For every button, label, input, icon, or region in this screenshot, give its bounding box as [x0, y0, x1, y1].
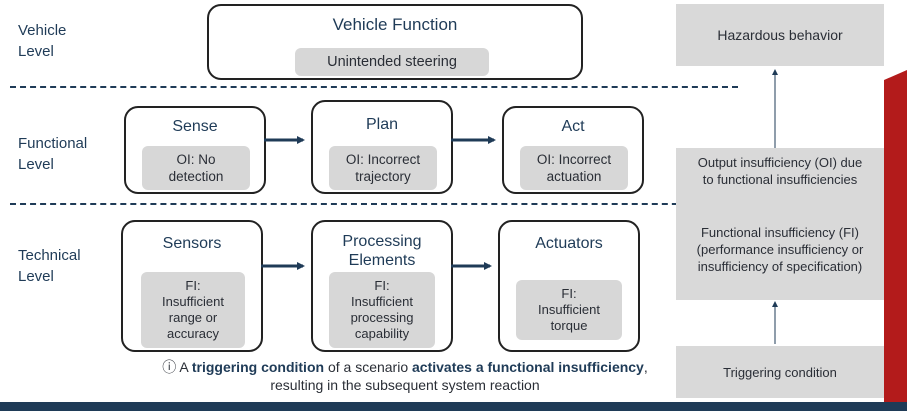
sensors-fi-line4: accuracy — [166, 326, 220, 341]
sensors-fi-line3: range or — [168, 310, 218, 325]
functional-level-label: Functional Level — [18, 133, 87, 175]
insufficiency-box: Output insufficiency (OI) due to functio… — [676, 148, 884, 300]
act-title: Act — [561, 118, 585, 135]
sensors-box: Sensors FI: Insufficient range or accura… — [121, 220, 263, 352]
note-bold-triggering: triggering condition — [191, 359, 325, 375]
hazardous-behavior-box: Hazardous behavior — [676, 4, 884, 66]
actuators-fi: FI: Insufficient torque — [516, 280, 622, 340]
vehicle-function-item: Unintended steering — [295, 48, 489, 76]
plan-box: Plan OI: Incorrect trajectory — [311, 100, 453, 194]
plan-oi-line1: OI: Incorrect — [345, 152, 421, 167]
level-divider-1 — [10, 86, 738, 88]
note-mid: of a scenario — [324, 359, 412, 375]
processing-fi-line2: Insufficient — [351, 294, 413, 309]
bottom-bar — [0, 402, 907, 411]
output-insufficiency-text: Output insufficiency (OI) due to functio… — [698, 154, 863, 188]
red-side-strip — [884, 80, 907, 411]
red-strip-cap — [884, 70, 907, 80]
level-divider-2 — [10, 203, 738, 205]
processing-title-line1: Processing — [342, 233, 422, 250]
sense-title: Sense — [172, 118, 218, 135]
sensors-fi-line1: FI: — [185, 278, 201, 293]
functional-insufficiency-line1: Functional insufficiency (FI) — [700, 225, 859, 240]
functional-insufficiency-line3: insufficiency of specification) — [697, 259, 863, 274]
info-icon: ⓘ — [162, 359, 177, 375]
sensors-fi-line2: Insufficient — [162, 294, 224, 309]
technical-level-label: Technical Level — [18, 245, 81, 287]
sense-oi: OI: No detection — [142, 146, 250, 190]
vehicle-level-line1: Vehicle — [18, 22, 67, 39]
processing-title: Processing Elements — [313, 232, 451, 270]
technical-level-line2: Level — [18, 268, 54, 285]
plan-oi: OI: Incorrect trajectory — [329, 146, 437, 190]
plan-oi-line2: trajectory — [355, 169, 411, 184]
output-insufficiency-line2: to functional insufficiencies — [702, 172, 858, 187]
processing-fi-line4: capability — [354, 326, 410, 341]
sense-oi-line2: detection — [168, 169, 224, 184]
technical-level-line1: Technical — [18, 247, 81, 264]
sensors-fi: FI: Insufficient range or accuracy — [141, 272, 245, 348]
note-bold-activates: activates a functional insufficiency — [412, 359, 644, 375]
actuators-title: Actuators — [500, 235, 638, 253]
processing-fi: FI: Insufficient processing capability — [329, 272, 435, 348]
act-oi-line1: OI: Incorrect — [536, 152, 612, 167]
note-post: , — [643, 359, 648, 375]
act-oi-line2: actuation — [546, 169, 602, 184]
vehicle-level-label: Vehicle Level — [18, 20, 66, 62]
output-insufficiency-line1: Output insufficiency (OI) due — [697, 155, 863, 170]
actuators-box: Actuators FI: Insufficient torque — [498, 220, 640, 352]
actuators-fi-line1: FI: — [561, 286, 577, 301]
sense-box: Sense OI: No detection — [124, 106, 266, 194]
vehicle-function-title: Vehicle Function — [332, 15, 458, 34]
sense-oi-line1: OI: No — [176, 152, 216, 167]
processing-fi-line3: processing — [350, 310, 414, 325]
actuators-title-line1: Actuators — [535, 235, 603, 252]
note-pre: A — [179, 359, 192, 375]
processing-title-line2: Elements — [348, 252, 416, 269]
processing-fi-line1: FI: — [374, 278, 390, 293]
functional-level-line1: Functional — [18, 135, 88, 152]
act-oi: OI: Incorrect actuation — [520, 146, 628, 190]
functional-insufficiency-text: Functional insufficiency (FI) (performan… — [697, 224, 864, 275]
functional-level-line2: Level — [18, 156, 54, 173]
vehicle-function-box: Vehicle Function Unintended steering — [207, 4, 583, 80]
act-box: Act OI: Incorrect actuation — [502, 106, 644, 194]
triggering-condition-box: Triggering condition — [676, 346, 884, 398]
processing-box: Processing Elements FI: Insufficient pro… — [311, 220, 453, 352]
note-line2: resulting in the subsequent system react… — [270, 377, 540, 393]
actuators-fi-line3: torque — [550, 318, 588, 333]
note-line1: ⓘ A triggering condition of a scenario a… — [140, 358, 670, 376]
plan-title: Plan — [365, 116, 399, 133]
sensors-title-line1: Sensors — [162, 235, 222, 252]
triggering-note: ⓘ A triggering condition of a scenario a… — [140, 358, 670, 394]
vehicle-level-line2: Level — [18, 43, 54, 60]
sensors-title: Sensors — [123, 235, 261, 253]
functional-insufficiency-line2: (performance insufficiency or — [696, 242, 864, 257]
actuators-fi-line2: Insufficient — [538, 302, 600, 317]
